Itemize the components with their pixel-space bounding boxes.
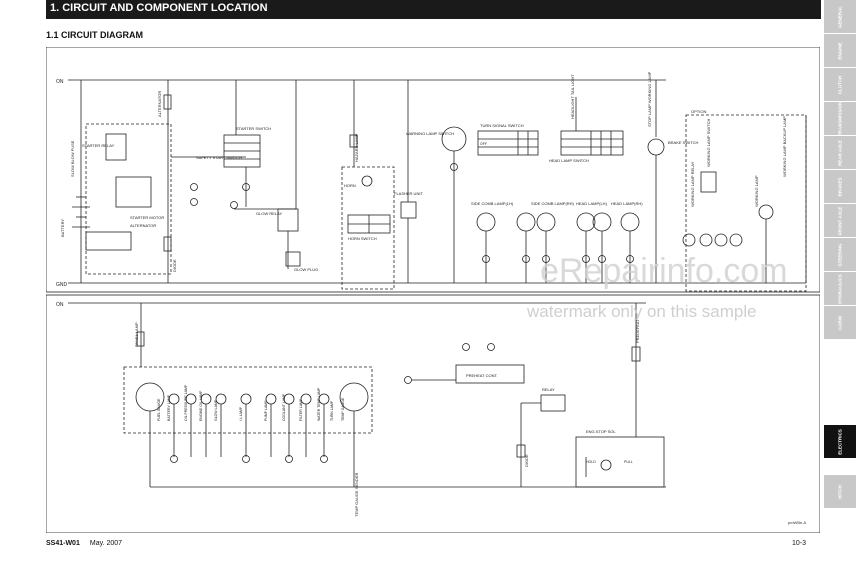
label-starter-switch: STARTER SWITCH (236, 126, 271, 131)
watermark-url: eRepairinfo.com (540, 252, 788, 290)
label-option: OPTION (691, 109, 706, 114)
rail-on-bottom: ON (56, 302, 64, 308)
label-pull: PULL (624, 460, 633, 464)
label-panel-lamp: PANEL LAMP (134, 322, 139, 347)
label-oil-pressure-lamp: OIL PRESSURE LAMP (184, 384, 188, 421)
label-starter-motor: STARTER MOTOR (130, 215, 164, 220)
label-filter-lamp: FILTER LAMP (299, 398, 303, 421)
section-subtitle: 1.1 CIRCUIT DIAGRAM (46, 30, 144, 40)
tab-electrics[interactable]: ELECTRICS (824, 425, 856, 459)
tab-cabin[interactable]: CABIN (824, 306, 856, 340)
label-il-lamp: I.L LAMP (239, 406, 243, 421)
page-title: 1. CIRCUIT AND COMPONENT LOCATION (50, 2, 268, 14)
label-glow-plug: GLOW PLUG (294, 267, 318, 272)
label-pump-lamp: PUMP LAMP (264, 400, 268, 421)
drawing-reference: pmWBe-A (788, 520, 807, 525)
label-turn-lamp: TURN LAMP (330, 400, 334, 421)
label-slow-blow-fuse: SLOW BLOW FUSE (70, 140, 75, 177)
label-coolant-lamp: COOLANT LAMP (282, 393, 286, 421)
tab-general[interactable]: GENERAL (824, 0, 856, 34)
label-headlight-tail-light: HEADLIGHT TAIL LIGHT (570, 74, 575, 119)
label-working-lamp: WORKING LAMP (754, 175, 759, 207)
label-horn-switch: HORN SWITCH (348, 236, 377, 241)
doc-code: SS41-W01 (46, 540, 80, 547)
label-hold: HOLD (586, 460, 596, 464)
tab-brakes[interactable]: BRAKES (824, 170, 856, 204)
label-alternator: ALTERNATOR (130, 223, 156, 228)
label-head-lamp-switch: HEAD LAMP SWITCH (549, 158, 589, 163)
tab-hitch[interactable]: HITCH (824, 475, 856, 509)
watermark-note: watermark only on this sample (527, 302, 757, 321)
tab-clutch[interactable]: CLUTCH (824, 68, 856, 102)
label-fuel-gauge: FUEL GAUGE (157, 398, 161, 421)
footer-doc-info: SS41-W01 May. 2007 (46, 540, 122, 547)
label-working-lamp-switch: WORKING LAMP SWITCH (706, 119, 711, 167)
label-temp-gauge: TEMP GAUGE (341, 397, 345, 421)
circuit-diagram: ON GND ON STARTER RELAY STARTER MOTOR AL… (46, 47, 820, 533)
label-relay: RELAY (542, 387, 555, 392)
tab-hydraulics[interactable]: HYDRAULICS (824, 272, 856, 306)
label-stop-lamp-working-lamp: STOP LAMP WORKING LAMP (647, 71, 652, 127)
section-header-bar (46, 0, 821, 19)
tab-engine[interactable]: ENGINE (824, 34, 856, 68)
label-working-lamp-relay: WORKING LAMP RELAY (690, 161, 695, 207)
label-battery-lamp: BATTERY LAMP (167, 394, 171, 421)
tab-steering[interactable]: STEERING (824, 238, 856, 272)
rail-gnd: GND (56, 282, 68, 288)
label-switch-off: OFF (480, 142, 487, 146)
label-water-temp-lamp: WATER TEMP LAMP (317, 387, 321, 421)
label-working-lamp-backup: WORKING LAMP BACKUP LAMP (782, 116, 787, 177)
label-preheat-cont: PREHEAT CONT. (466, 373, 498, 378)
label-glow-relay: GLOW RELAY (256, 211, 282, 216)
label-diode: DIODE (172, 259, 177, 272)
label-brake-switch: BRAKE SWITCH (668, 140, 699, 145)
tab-front-axle[interactable]: FRONT AXLE (824, 204, 856, 238)
label-warning-lamp-switch: WARNING LAMP SWITCH (406, 131, 454, 136)
label-engine-oil-lamp: ENGINE OIL LAMP (199, 390, 203, 421)
label-side-comb-lamp-lh: SIDE COMB LAMP(LH) (471, 201, 514, 206)
doc-date: May. 2007 (89, 540, 123, 547)
label-eng-stop-sol: ENG.STOP SOL (586, 429, 616, 434)
label-safety-start-switch: SAFETY START SWITCH (196, 155, 242, 160)
label-horn: HORN (344, 183, 356, 188)
label-flasher-unit: FLASHER UNIT (394, 191, 423, 196)
tab-rear-axle[interactable]: REAR AXLE (824, 136, 856, 170)
label-head-lamp-lh: HEAD LAMP(LH) (576, 201, 608, 206)
label-side-comb-lamp-rh: SIDE COMB LAMP(RH) (531, 201, 575, 206)
label-head-lamp-rh: HEAD LAMP(RH) (611, 201, 643, 206)
label-diode-bottom: DIODE (524, 454, 529, 467)
label-turn-signal-switch: TURN SIGNAL SWITCH (480, 123, 524, 128)
label-glow-lamp: GLOW LAMP (214, 399, 218, 421)
label-battery: BATTERY (60, 219, 65, 237)
page-number: 10-3 (792, 540, 807, 547)
label-starter-relay: STARTER RELAY (82, 143, 115, 148)
label-temp-gauge-sender: TEMP GAUGE SENDER (354, 473, 359, 517)
label-predefeat: PREDEFEAT (635, 319, 640, 343)
rail-on-top: ON (56, 79, 64, 85)
chapter-tabs: GENERAL ENGINE CLUTCH TRANSMISSION REAR … (824, 0, 856, 564)
label-alternator-top: ALTERNATOR (157, 91, 162, 117)
tab-transmission[interactable]: TRANSMISSION (824, 101, 856, 136)
label-hazard-lamp: HAZARD LAMP (354, 133, 359, 162)
